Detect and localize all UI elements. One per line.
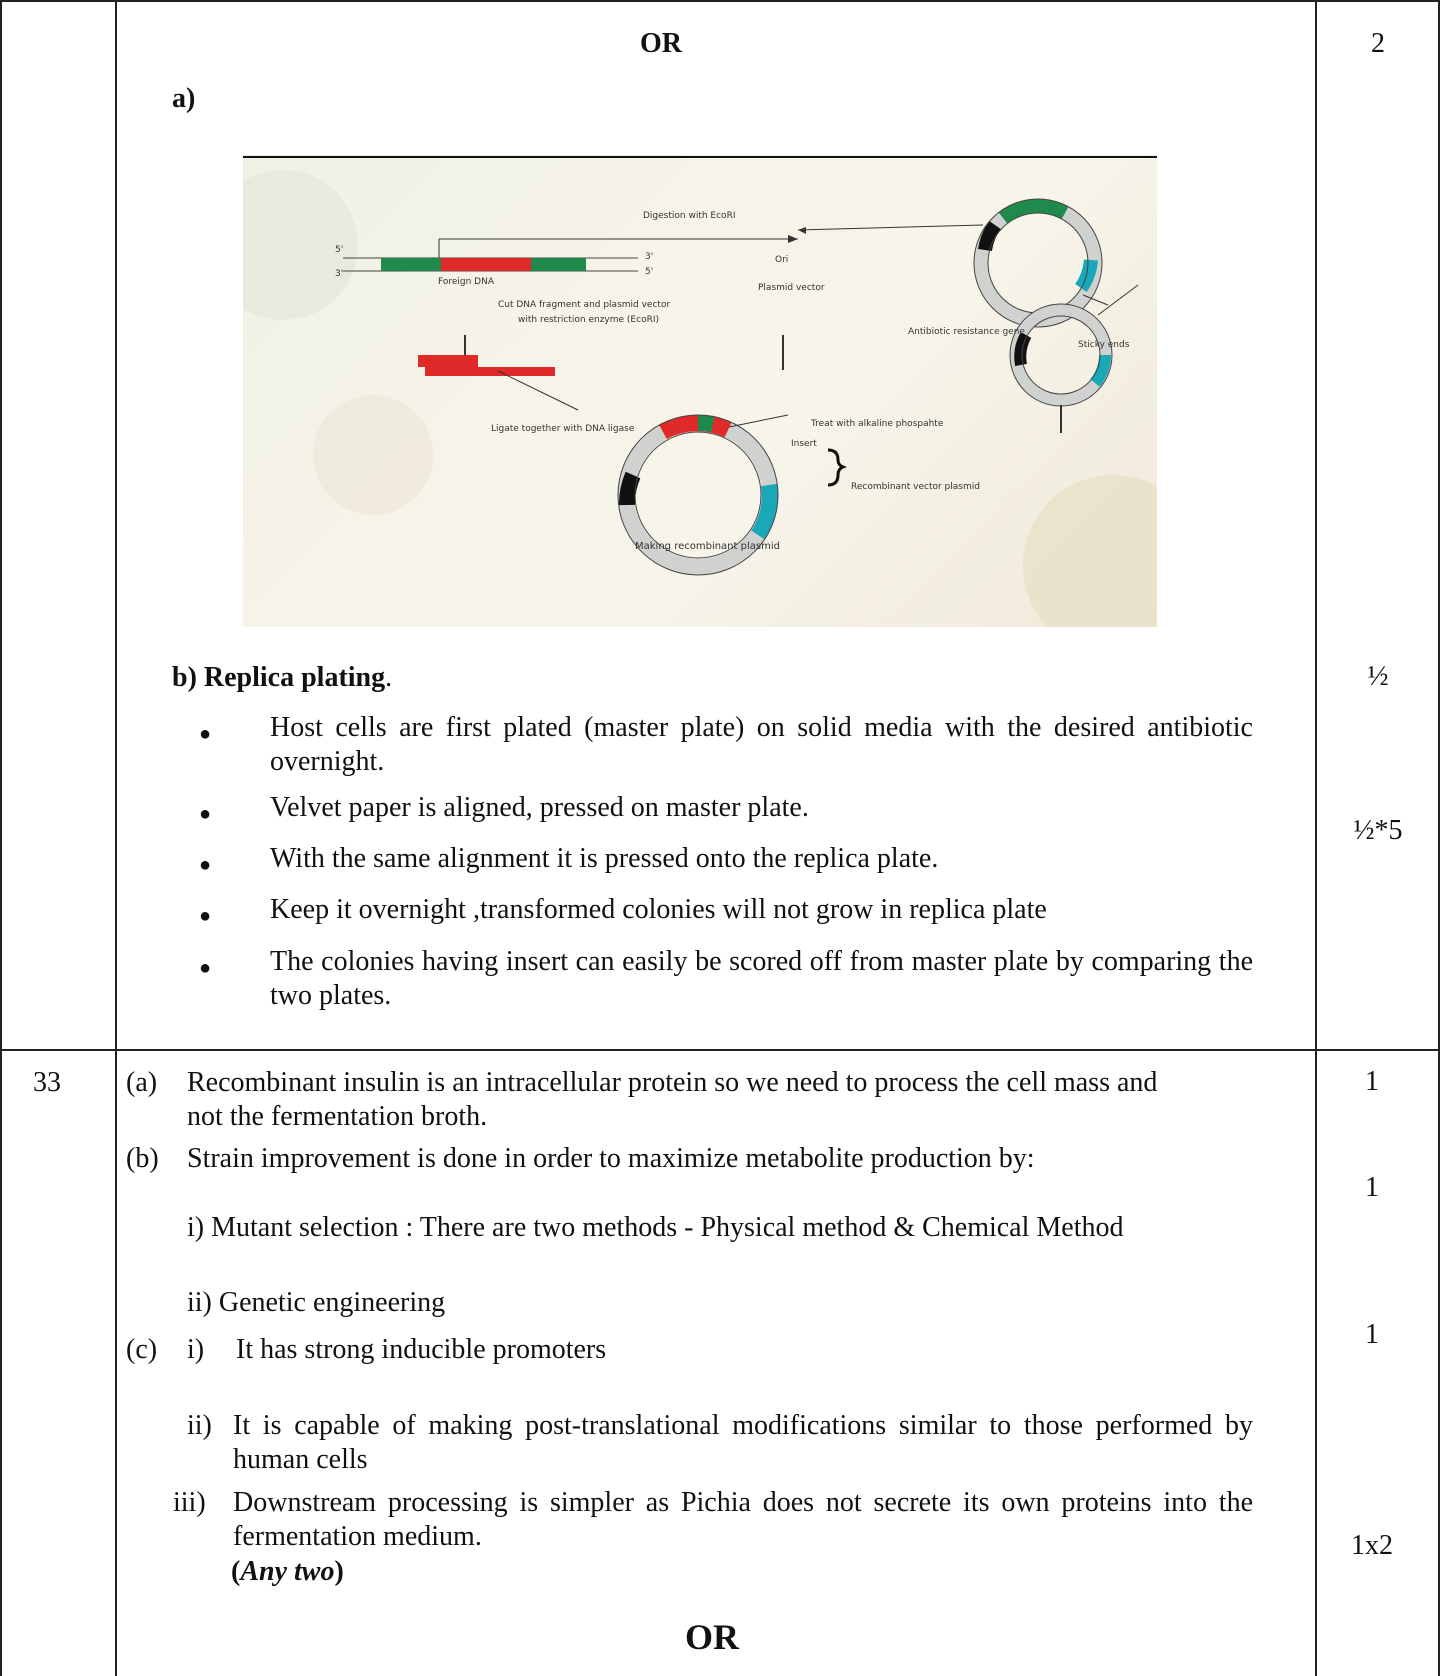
bullet-text: The colonies having insert can easily be…	[270, 946, 1253, 1011]
bullet-icon: ●	[199, 803, 212, 825]
table-top-border	[0, 0, 1440, 2]
fig-label-5prime-right: 5'	[645, 267, 654, 277]
fig-label-plasmid-vector: Plasmid vector	[758, 283, 825, 293]
col-divider-1	[115, 0, 117, 1676]
fig-label-5prime-left: 5'	[335, 245, 344, 255]
answer-text: Strain improvement is done in order to m…	[187, 1143, 1035, 1174]
col-divider-left	[0, 0, 2, 1676]
question-number: 33	[33, 1067, 61, 1098]
item-number: i)	[187, 1334, 205, 1365]
part-b-title-text: b) Replica plating	[172, 662, 386, 693]
item-number: ii)	[187, 1410, 212, 1441]
fig-label-sticky-ends: Sticky ends	[1078, 340, 1130, 350]
bullet-icon: ●	[199, 854, 212, 876]
answer-text: It has strong inducible promoters	[236, 1334, 607, 1365]
mark-value: ½	[1367, 661, 1389, 692]
fig-label-3prime-left: 3'	[335, 269, 344, 279]
mark-value: 1x2	[1351, 1530, 1393, 1561]
bullet-text: Velvet paper is aligned, pressed on mast…	[270, 792, 809, 823]
any-two-note: (Any two)	[231, 1556, 344, 1587]
fig-label-cut-line1: Cut DNA fragment and plasmid vector	[498, 300, 671, 310]
bottom-or-heading: OR	[685, 1617, 739, 1657]
mark-value: 2	[1371, 28, 1385, 59]
bullet-icon: ●	[199, 957, 212, 979]
answer-text: It is capable of making post-translation…	[233, 1410, 1253, 1475]
answer-text: ii) Genetic engineering	[187, 1287, 446, 1318]
fig-label-alkaline: Treat with alkaline phospahte	[811, 419, 944, 429]
part-label: (c)	[126, 1334, 158, 1365]
part-b-title-period: .	[385, 662, 393, 693]
bullet-text: Keep it overnight ,transformed colonies …	[270, 894, 1047, 925]
fig-label-antibiotic: Antibiotic resistance gene	[908, 327, 1025, 337]
part-a-label: a)	[172, 83, 196, 114]
fig-label-ori: Ori	[775, 255, 789, 265]
diagram-graphic	[243, 156, 1157, 627]
mark-value: 1	[1365, 1066, 1379, 1097]
answer-text: i) Mutant selection : There are two meth…	[187, 1212, 1124, 1243]
fig-label-making: Making recombinant plasmid	[635, 541, 780, 552]
part-label: (b)	[126, 1143, 159, 1174]
fig-label-cut-line2: with restriction enzyme (EcoRI)	[518, 315, 659, 325]
fig-label-recombinant-vector: Recombinant vector plasmid	[851, 482, 980, 492]
answer-text: Recombinant insulin is an intracellular …	[187, 1067, 1158, 1132]
item-number: iii)	[173, 1487, 206, 1518]
bullet-text: With the same alignment it is pressed on…	[270, 843, 939, 874]
bullet-icon: ●	[199, 905, 212, 927]
bullet-text: Host cells are first plated (master plat…	[270, 712, 1253, 777]
fig-label-insert: Insert	[791, 439, 817, 449]
col-divider-right	[1438, 0, 1440, 1676]
answer-text: Downstream processing is simpler as Pich…	[233, 1487, 1253, 1552]
recombinant-plasmid-diagram: Digestion with EcoRI 5' 3' 3' 5' Foreign…	[243, 155, 1157, 627]
section-or-heading: OR	[640, 28, 682, 59]
bullet-icon: ●	[199, 723, 212, 745]
fig-label-3prime-right: 3'	[645, 252, 654, 262]
any-two-text: Any two	[240, 1556, 335, 1587]
fig-label-foreign-dna: Foreign DNA	[438, 277, 494, 287]
fig-label-digestion: Digestion with EcoRI	[643, 211, 736, 221]
row-divider	[0, 1049, 1440, 1051]
fig-label-ligate: Ligate together with DNA ligase	[491, 424, 635, 434]
col-divider-2	[1315, 0, 1317, 1676]
part-b-title: b) Replica plating.	[172, 661, 392, 695]
part-label: (a)	[126, 1067, 158, 1098]
mark-value: ½*5	[1353, 815, 1403, 846]
mark-value: 1	[1365, 1319, 1379, 1350]
mark-value: 1	[1365, 1172, 1379, 1203]
